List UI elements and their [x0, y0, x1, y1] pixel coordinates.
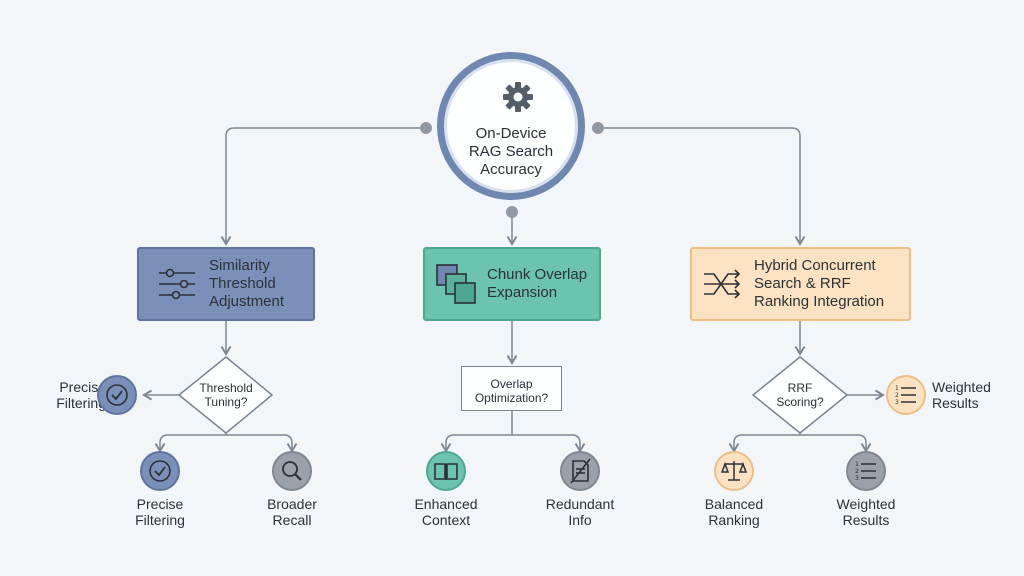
bottom-port-dot — [506, 206, 518, 218]
sliders-icon — [159, 268, 195, 300]
left-port-dot — [420, 122, 432, 134]
side-label-precise-filtering: Precise Filtering — [56, 379, 106, 411]
outcome-node-enhanced-context — [426, 451, 466, 491]
decision-label-overlap: Overlap Optimization? — [474, 377, 549, 405]
outcome-label-enhanced-context: Enhanced Context — [414, 496, 478, 528]
svg-text:1: 1 — [895, 385, 899, 392]
decision-box-overlap — [461, 366, 562, 411]
outcome-label-broader-recall: Broader Recall — [267, 496, 317, 528]
outcome-node-balanced-ranking — [714, 451, 754, 491]
overlapping-squares-icon — [436, 264, 476, 304]
outcome-node-precise-filtering — [140, 451, 180, 491]
branch-box-chunk-overlap: Chunk Overlap Expansion — [423, 247, 601, 321]
branch-box-similarity: Similarity Threshold Adjustment — [137, 247, 315, 321]
outcome-node-redundant-info — [560, 451, 600, 491]
magnifier-icon — [282, 461, 302, 481]
branch-label-chunk-overlap: Chunk Overlap Expansion — [487, 266, 588, 301]
side-node-precise-filtering — [97, 375, 137, 415]
right-port-dot — [592, 122, 604, 134]
outcome-label-balanced-ranking: Balanced Ranking — [704, 496, 764, 528]
scales-icon — [720, 461, 748, 481]
decision-diamond-threshold — [177, 356, 274, 434]
outcome-label-precise-filtering: Precise Filtering — [135, 496, 185, 528]
numbered-list-icon: 123 — [895, 385, 916, 406]
hub-label: On-Device RAG Search Accuracy — [468, 125, 554, 178]
outcome-label-redundant-info: Redundant Info — [545, 496, 615, 528]
open-book-icon — [434, 463, 458, 480]
shuffle-arrows-icon — [704, 269, 741, 299]
crossed-document-icon — [570, 458, 591, 484]
central-hub: On-Device RAG Search Accuracy — [437, 52, 585, 200]
decision-label-threshold: Threshold Tuning? — [199, 381, 253, 409]
branch-label-similarity: Similarity Threshold Adjustment — [209, 257, 285, 310]
decision-label-rrf: RRF Scoring? — [776, 381, 824, 409]
branch-box-hybrid-search: Hybrid Concurrent Search & RRF Ranking I… — [690, 247, 911, 321]
outcome-label-weighted-results: Weighted Results — [836, 496, 896, 528]
branch-label-hybrid-search: Hybrid Concurrent Search & RRF Ranking I… — [754, 257, 885, 310]
svg-text:2: 2 — [895, 392, 899, 399]
svg-text:3: 3 — [895, 399, 899, 406]
check-circle-icon — [106, 384, 128, 406]
decision-diamond-rrf — [751, 356, 849, 434]
side-label-weighted-results: Weighted Results — [932, 379, 991, 411]
numbered-list-icon: 123 — [855, 461, 876, 482]
check-circle-icon — [149, 460, 171, 482]
svg-text:1: 1 — [855, 461, 859, 468]
outcome-node-broader-recall — [272, 451, 312, 491]
gear-icon — [503, 82, 533, 112]
svg-text:2: 2 — [855, 468, 859, 475]
svg-text:3: 3 — [855, 475, 859, 482]
